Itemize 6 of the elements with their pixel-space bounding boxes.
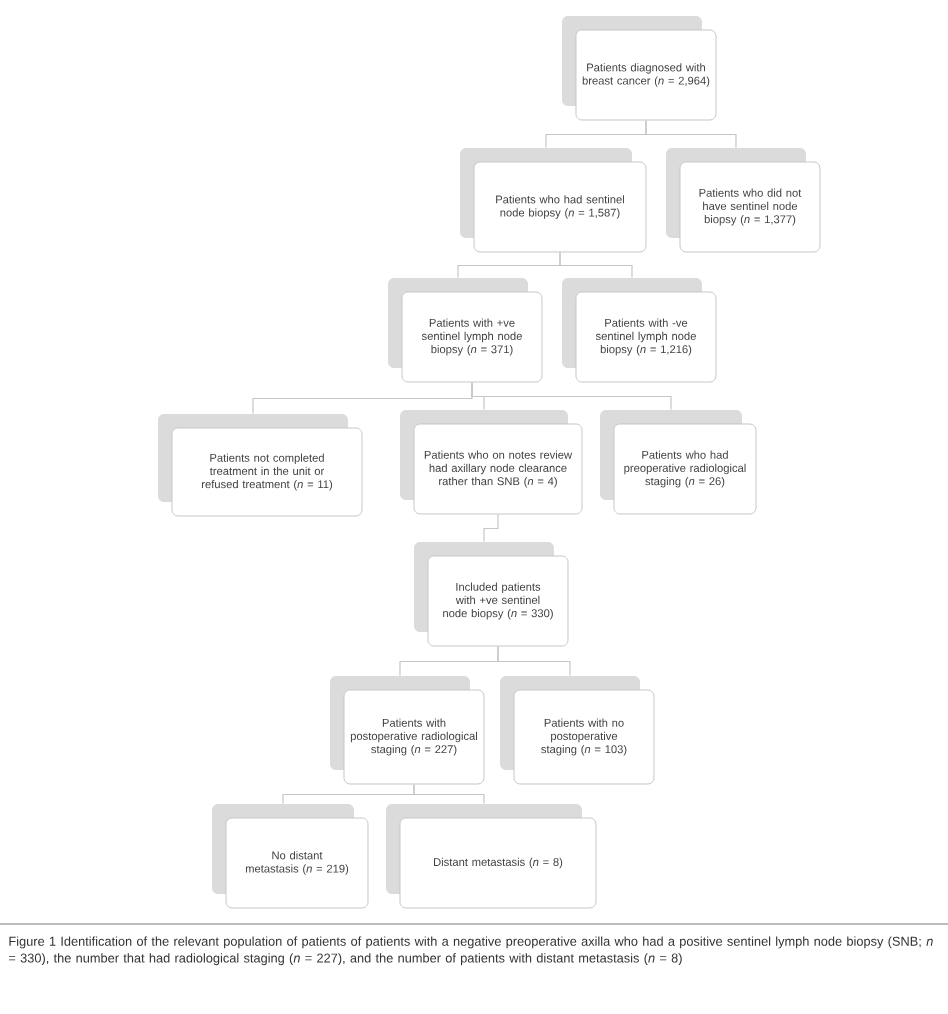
connector <box>471 381 672 411</box>
connector <box>413 783 485 805</box>
connector <box>559 251 633 279</box>
connector <box>497 645 571 677</box>
connector <box>645 119 737 149</box>
connector <box>483 513 499 543</box>
